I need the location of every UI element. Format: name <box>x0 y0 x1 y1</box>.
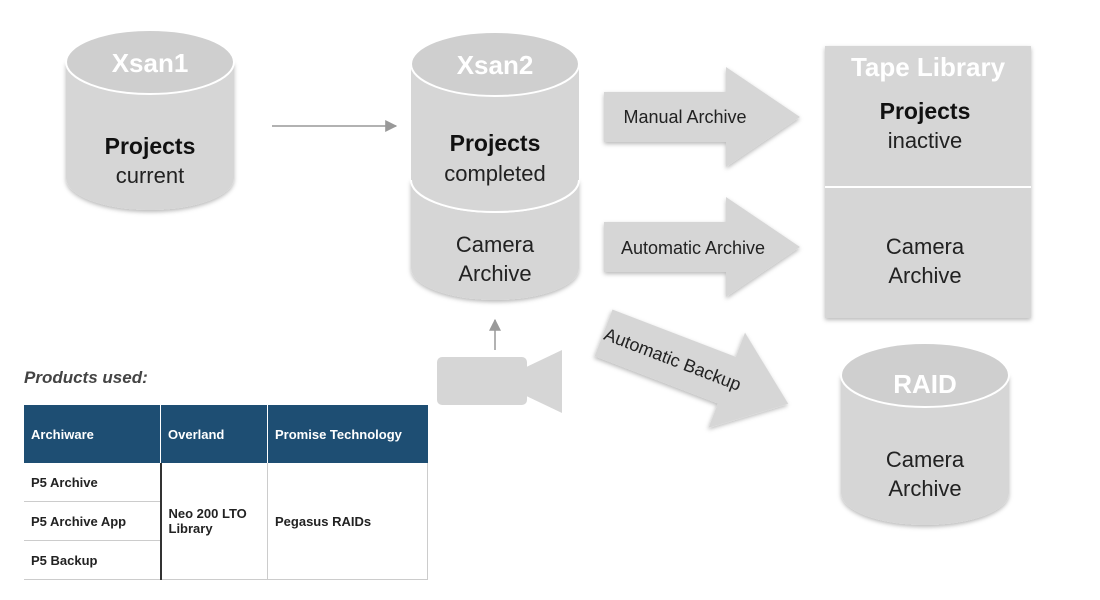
tape-archive-label: Archive <box>888 263 961 288</box>
header-overland: Overland <box>160 405 268 463</box>
tape-camera-label: Camera <box>886 234 965 259</box>
raid-cylinder: RAID Camera Archive <box>840 342 1010 525</box>
xsan1-projects-label: Projects <box>105 133 196 159</box>
raid-archive-label: Archive <box>888 476 961 501</box>
xsan2-status-label: completed <box>444 161 546 186</box>
tape-library-title: Tape Library <box>851 52 1006 82</box>
table-row: P5 Archive Neo 200 LTO Library Pegasus R… <box>24 463 428 580</box>
tape-library-box: Tape Library Projects inactive Camera Ar… <box>825 46 1031 318</box>
products-header-row: Archiware Overland Promise Technology <box>24 405 428 463</box>
archiware-product-p5-archive: P5 Archive <box>24 463 162 502</box>
overland-product: Neo 200 LTO Library <box>160 463 268 580</box>
automatic-archive-label: Automatic Archive <box>621 238 765 258</box>
table-row: P5 Backup <box>24 540 428 580</box>
tape-status-label: inactive <box>888 128 963 153</box>
products-table: Archiware Overland Promise Technology P5… <box>24 405 428 580</box>
header-promise-technology: Promise Technology <box>267 405 428 463</box>
xsan1-cylinder: Xsan1 Projects current <box>65 29 235 210</box>
automatic-archive-arrow: Automatic Archive <box>604 197 800 297</box>
xsan2-archive-label: Archive <box>458 261 531 286</box>
header-archiware: Archiware <box>24 405 161 463</box>
raid-title: RAID <box>893 369 957 399</box>
archiware-product-p5-archive-app: P5 Archive App <box>24 501 162 541</box>
xsan2-camera-label: Camera <box>456 232 535 257</box>
manual-archive-label: Manual Archive <box>623 107 746 127</box>
tape-projects-label: Projects <box>880 98 971 124</box>
xsan1-status-label: current <box>116 163 184 188</box>
xsan2-title: Xsan2 <box>457 50 534 80</box>
video-camera-icon <box>437 350 562 413</box>
raid-camera-label: Camera <box>886 447 965 472</box>
xsan2-cylinder: Xsan2 Projects completed Camera Archive <box>410 31 580 300</box>
xsan2-projects-label: Projects <box>450 130 541 156</box>
xsan1-title: Xsan1 <box>112 48 189 78</box>
table-row: P5 Archive App <box>24 501 428 541</box>
archiware-product-p5-backup: P5 Backup <box>24 540 162 580</box>
promise-product: Pegasus RAIDs <box>267 463 428 580</box>
products-used-title: Products used: <box>24 368 148 387</box>
manual-archive-arrow: Manual Archive <box>604 67 800 167</box>
automatic-backup-arrow: Automatic Backup <box>594 309 789 428</box>
